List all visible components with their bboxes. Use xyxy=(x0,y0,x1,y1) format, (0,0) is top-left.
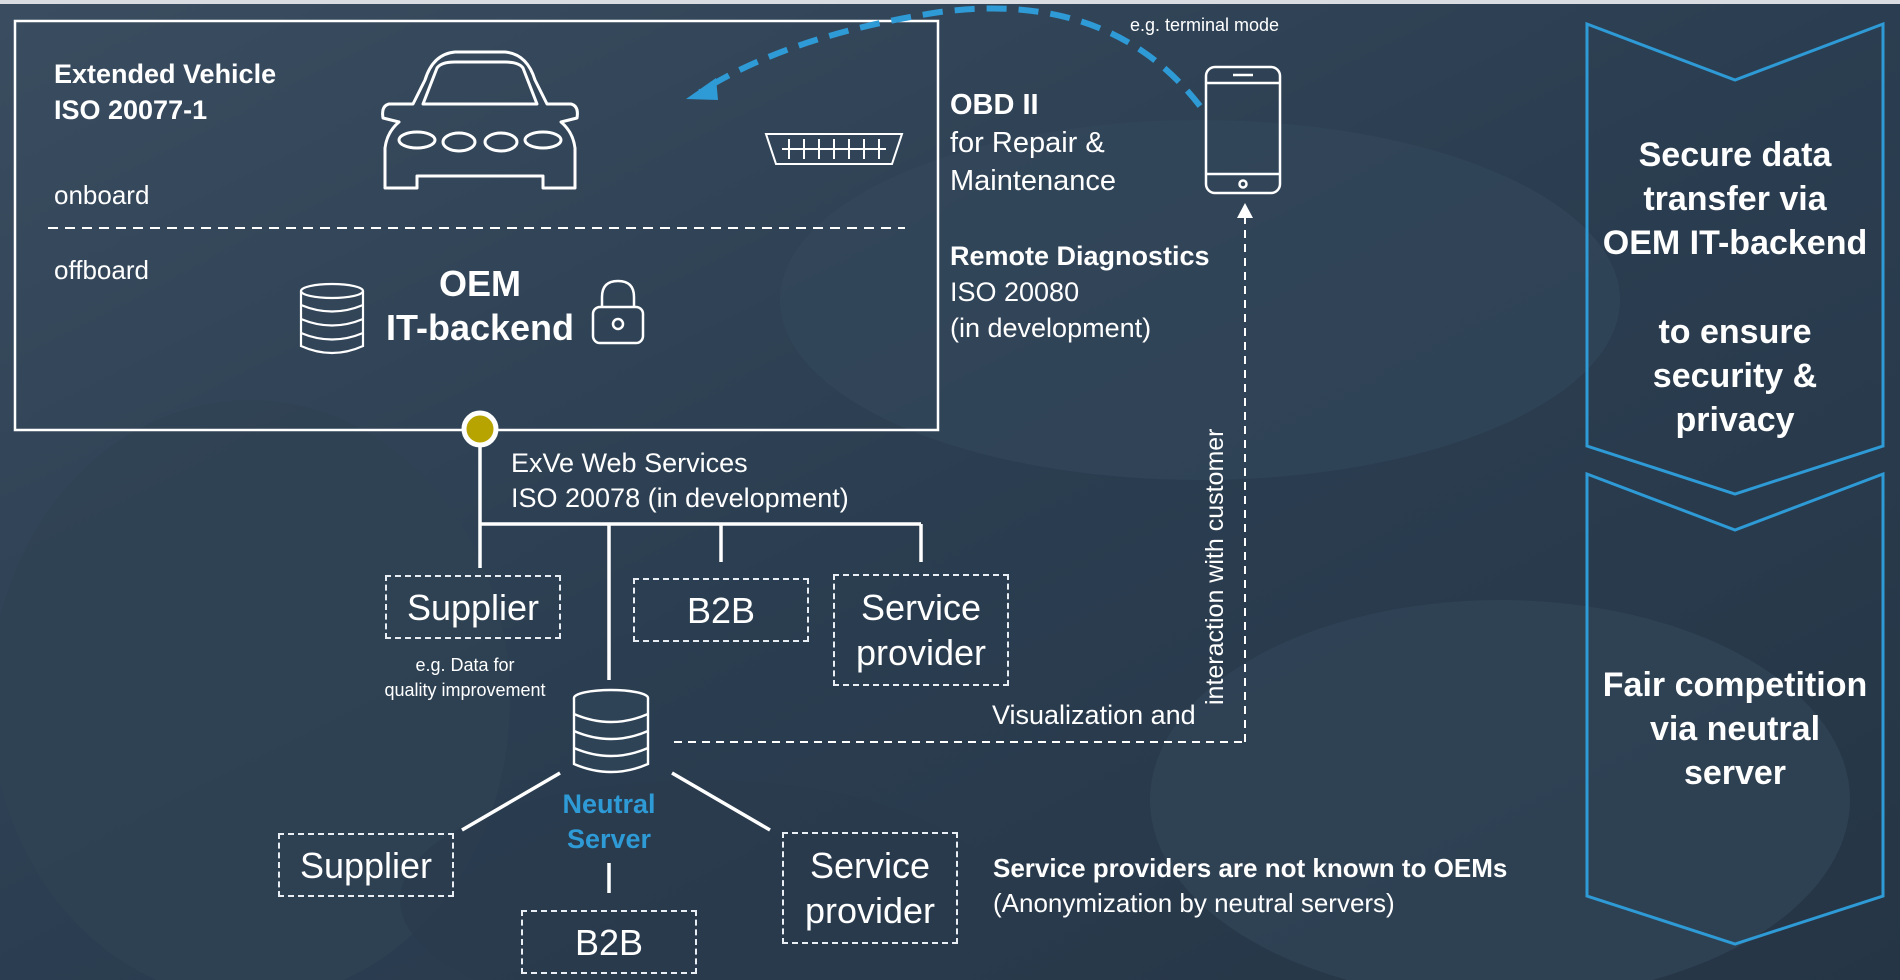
remote-diagnostics-line2: (in development) xyxy=(950,313,1152,343)
chevron-bottom-line1: Fair competition xyxy=(1602,666,1868,704)
neutral-server-line2: Server xyxy=(566,824,652,854)
chevron-arrows xyxy=(1585,21,1885,946)
chevron-top-line1: Secure data xyxy=(1638,136,1832,174)
b2b-box-lower: B2B xyxy=(521,910,697,974)
supplier-note-line1: e.g. Data for xyxy=(415,655,515,675)
chevron-top-text: Secure data transfer via OEM IT-backend … xyxy=(1585,133,1885,442)
chevron-bottom-line3: server xyxy=(1683,754,1787,793)
neutral-server-line1: Neutral xyxy=(562,789,656,819)
anonymization-subtitle: (Anonymization by neutral servers) xyxy=(993,888,1395,918)
service-provider-lower-line1: Service xyxy=(809,845,931,886)
oem-database-icon xyxy=(299,282,365,355)
obd-block: OBD II for Repair & Maintenance xyxy=(950,86,1116,200)
anonymization-title: Service providers are not known to OEMs xyxy=(993,853,1508,883)
supplier-note-line2: quality improvement xyxy=(384,680,546,700)
lock-icon xyxy=(591,279,645,345)
onboard-label: onboard xyxy=(54,180,150,210)
offboard-label: offboard xyxy=(54,255,149,285)
neutral-server-database-icon xyxy=(572,688,650,774)
anonymization-block: Service providers are not known to OEMs … xyxy=(993,851,1507,921)
supplier-box-lower-label: Supplier xyxy=(299,844,433,886)
extended-vehicle-title: Extended Vehicle ISO 20077-1 xyxy=(54,56,276,128)
obd-line1: for Repair & xyxy=(950,127,1105,159)
service-provider-box-lower: Service provider xyxy=(782,832,958,944)
service-provider-upper-line2: provider xyxy=(855,632,987,673)
phone-caption: e.g. terminal mode xyxy=(1130,15,1280,35)
chevron-top-line4: to ensure xyxy=(1658,312,1812,351)
b2b-box-upper: B2B xyxy=(633,578,809,642)
chevron-bottom-line2: via neutral xyxy=(1649,710,1821,749)
remote-diagnostics-title: Remote Diagnostics xyxy=(950,241,1210,271)
chevron-bottom xyxy=(1585,471,1885,946)
web-services-line1: ExVe Web Services xyxy=(511,448,748,478)
oem-backend-label: OEM IT-backend xyxy=(385,262,575,350)
chevron-top-line5: security & xyxy=(1652,356,1818,395)
chevron-top xyxy=(1585,21,1885,496)
web-services-line2: ISO 20078 (in development) xyxy=(511,483,849,513)
obd-title: OBD II xyxy=(950,89,1039,121)
supplier-box-upper: Supplier xyxy=(385,575,561,639)
b2b-box-upper-label: B2B xyxy=(686,589,756,631)
chevron-top-line6: privacy xyxy=(1675,400,1795,439)
oem-label-line1: OEM xyxy=(438,263,521,304)
interaction-vertical-label: interaction with customer xyxy=(1201,428,1229,705)
visualization-label: Visualization and xyxy=(992,700,1196,730)
web-services-label: ExVe Web Services ISO 20078 (in developm… xyxy=(511,446,849,516)
oem-label-line2: IT-backend xyxy=(385,307,575,348)
remote-diagnostics-block: Remote Diagnostics ISO 20080 (in develop… xyxy=(950,238,1210,346)
supplier-box-upper-label: Supplier xyxy=(406,586,540,628)
extended-vehicle-line1: Extended Vehicle xyxy=(54,59,277,89)
service-provider-lower-line2: provider xyxy=(804,890,936,931)
b2b-box-lower-label: B2B xyxy=(574,921,644,963)
smartphone-icon xyxy=(1204,65,1282,195)
extended-vehicle-line2: ISO 20077-1 xyxy=(54,95,208,125)
service-provider-upper-line1: Service xyxy=(860,587,982,628)
chevron-top-line3: OEM IT-backend xyxy=(1602,224,1868,263)
neutral-server-label: Neutral Server xyxy=(549,787,669,857)
remote-diagnostics-line1: ISO 20080 xyxy=(950,277,1080,307)
obd-connector-icon xyxy=(764,133,904,165)
chevron-bottom-text: Fair competition via neutral server xyxy=(1585,663,1885,796)
chevron-top-line2: transfer via xyxy=(1643,180,1827,219)
service-provider-box-upper: Service provider xyxy=(833,574,1009,686)
supplier-note: e.g. Data for quality improvement xyxy=(365,653,565,703)
supplier-box-lower: Supplier xyxy=(278,833,454,897)
obd-line2: Maintenance xyxy=(950,165,1117,197)
car-icon xyxy=(381,50,579,190)
